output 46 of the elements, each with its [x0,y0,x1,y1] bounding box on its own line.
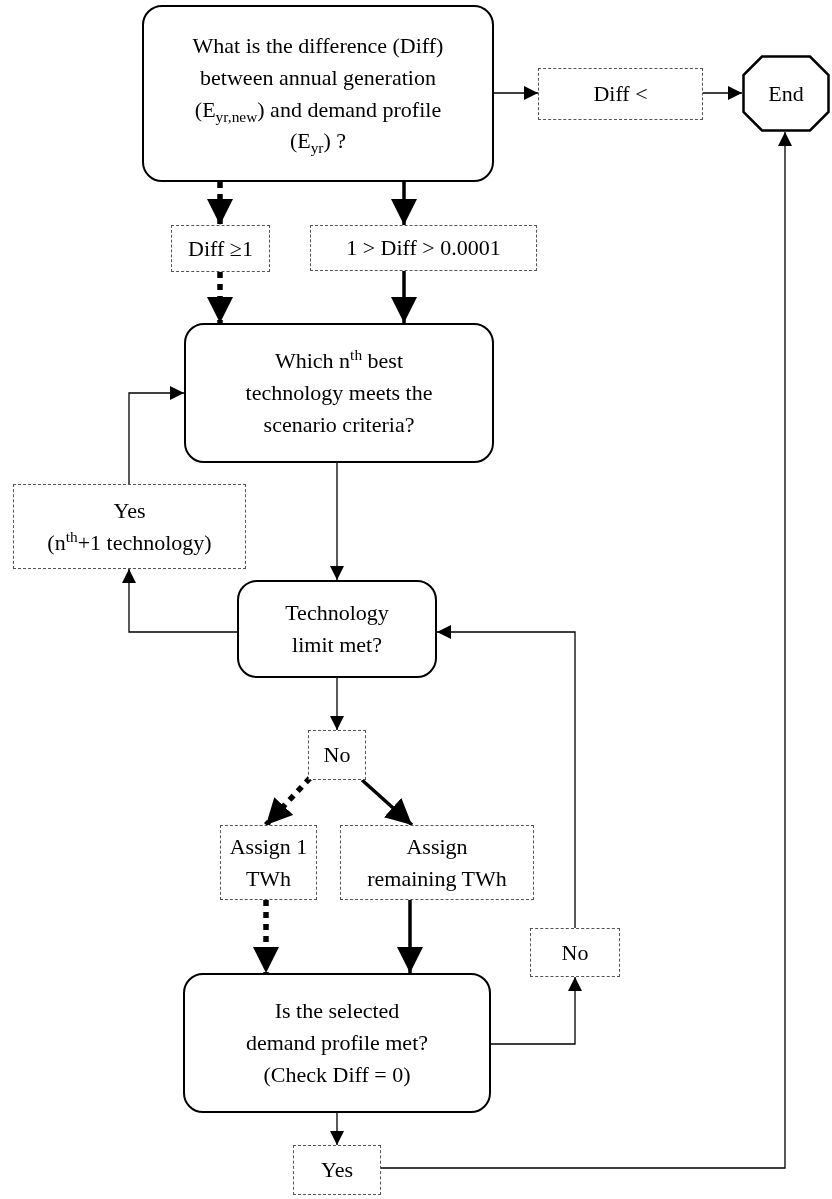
condition-box [530,928,620,977]
arrow [397,900,423,973]
arrow [380,131,792,1169]
process-box [142,5,494,182]
node-text: Is the selected demand profile met? (Check Diff = 0) [244,997,429,1089]
condition-box [538,68,703,120]
arrow [490,976,582,1045]
arrow [264,776,312,827]
process-box [184,323,494,463]
arrow [253,900,279,973]
node-text: Assign remaining TWh [366,832,508,893]
condition-box [310,225,537,271]
arrow [391,271,417,323]
node-text: (n$^{th}$+1 technology) [47,526,212,557]
condition-box [308,730,366,780]
arrow [330,1112,344,1146]
node-text: Diff < [593,80,648,109]
node-text: End [768,79,804,108]
arrow [128,386,185,485]
condition-box [220,825,317,900]
arrow [330,677,344,731]
node-text: What is the difference (Diff) between annual generation (E$_{yr,new}$) and demand profile (E$_{yr}$) ? [191,31,445,158]
arrow [702,86,743,100]
node-text: 1 > Diff > 0.0001 [346,234,501,263]
arrow [207,182,233,225]
node-text: No [323,741,351,770]
arrow [360,778,414,827]
node-text: Yes [113,496,146,525]
arrow [391,182,417,225]
condition-box [171,225,270,272]
process-box [183,973,491,1113]
condition-box [293,1145,381,1195]
node-text: Technology limit met? [284,599,390,659]
condition-box [340,825,534,900]
arrow [122,568,238,633]
node-text: No [561,938,589,967]
arrow [436,625,576,929]
node-text: Diff ≥1 [188,234,253,263]
arrow [207,272,233,323]
process-box [237,580,437,678]
node-text: Yes [321,1156,353,1185]
arrow [493,86,539,100]
node-text: Assign 1 TWh [228,832,309,893]
node-text: Which n$^{th}$ best technology meets the scenario criteria? [244,345,434,439]
arrow [330,462,344,581]
condition-box [13,484,246,569]
